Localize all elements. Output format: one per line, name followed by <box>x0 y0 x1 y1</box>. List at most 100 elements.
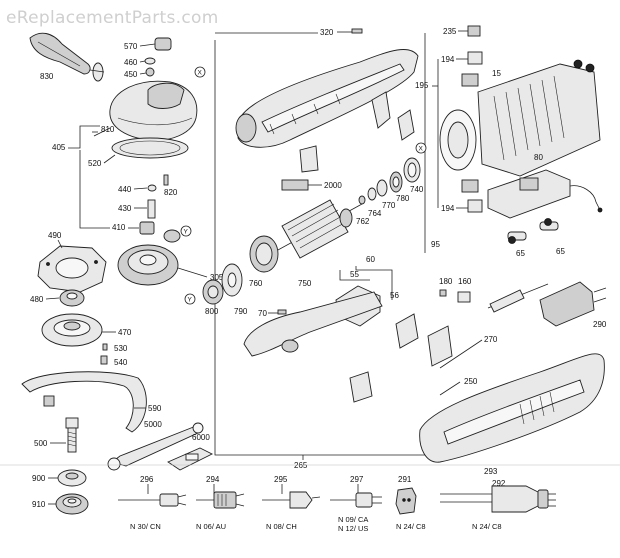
cord-295-label: N 08/ CH <box>266 522 297 531</box>
cord-294-label: N 06/ AU <box>196 522 226 531</box>
callout-y-left: Y <box>180 225 192 237</box>
label-830: 830 <box>40 72 54 81</box>
part-65-brushes: 65 65 <box>507 218 565 258</box>
label-790: 790 <box>234 307 248 316</box>
label-762: 762 <box>356 217 370 226</box>
label-305: 305 <box>210 273 224 282</box>
label-770: 770 <box>382 201 396 210</box>
part-70-screw: 70 <box>258 309 287 318</box>
label-570: 570 <box>124 42 138 51</box>
cord-296-number: 296 <box>140 475 154 484</box>
label-810: 810 <box>101 125 115 134</box>
part-290-cord-plug: 290 <box>487 281 607 329</box>
cord-297-number: 297 <box>350 475 364 484</box>
part-6000-grease-tube: 6000 <box>167 433 214 471</box>
label-520: 520 <box>88 159 102 168</box>
part-housing-shell <box>235 49 419 148</box>
part-180-160-clamps: 180 160 <box>439 277 472 303</box>
part-900-flange: 900 <box>32 469 87 487</box>
label-820: 820 <box>164 188 178 197</box>
part-235-carbon-brush: 235 <box>443 25 481 37</box>
label-590: 590 <box>148 404 162 413</box>
label-65-right: 65 <box>556 247 565 256</box>
label-270: 270 <box>484 335 498 344</box>
svg-text:Y: Y <box>184 229 189 236</box>
part-790-fan-disc: 790 <box>221 263 248 316</box>
label-410: 410 <box>112 223 126 232</box>
label-95: 95 <box>431 240 440 249</box>
label-56: 56 <box>390 291 399 300</box>
label-290: 290 <box>593 320 607 329</box>
label-500: 500 <box>34 439 48 448</box>
part-470-flange: 470 530 540 <box>41 313 132 367</box>
cord-291-label: N 24/ C8 <box>396 522 426 531</box>
part-440-820-430-410: 440 820 430 410 <box>79 150 178 235</box>
cord-293-292-c8: 293 292 N 24/ C8 <box>440 467 556 531</box>
label-480: 480 <box>30 295 44 304</box>
label-530: 530 <box>114 344 128 353</box>
label-194-top: 194 <box>441 55 455 64</box>
label-900: 900 <box>32 474 46 483</box>
label-80: 80 <box>534 153 543 162</box>
part-800-pinion: 800 <box>202 279 224 316</box>
label-70: 70 <box>258 309 267 318</box>
label-910: 910 <box>32 500 46 509</box>
label-490: 490 <box>48 231 62 240</box>
label-320: 320 <box>320 28 334 37</box>
svg-text:Y: Y <box>188 297 193 304</box>
part-490-bearing-plate: 490 <box>37 231 107 293</box>
part-270-line: 270 <box>439 335 498 369</box>
part-80-electronics: 80 <box>487 153 603 219</box>
part-265-label: 265 <box>294 455 308 470</box>
label-195: 195 <box>415 81 429 90</box>
label-235: 235 <box>443 27 457 36</box>
part-2000-label: 2000 <box>281 179 342 191</box>
part-405-gear-head: 405 810 520 <box>52 80 198 168</box>
bracket-195: 195 <box>415 59 439 208</box>
part-15-stator: 15 <box>439 59 601 177</box>
label-800: 800 <box>205 307 219 316</box>
part-brush-plates <box>299 91 415 173</box>
cord-294-au: 294 N 06/ AU <box>196 475 245 531</box>
cord-297-ca-us: 297 N 09/ CA N 12/ US <box>330 475 382 533</box>
part-500-spindle: 500 <box>34 417 79 453</box>
svg-text:X: X <box>198 70 203 77</box>
label-440: 440 <box>118 185 132 194</box>
cord-296-cn: 296 N 30/ CN <box>118 475 187 531</box>
callout-x-top: X <box>194 66 206 78</box>
label-764: 764 <box>368 209 382 218</box>
label-160: 160 <box>458 277 472 286</box>
part-750-armature: 760 750 <box>249 199 363 288</box>
part-570-cap: 570 460 450 <box>124 37 172 79</box>
cord-293-label: N 24/ C8 <box>472 522 502 531</box>
cord-295-ch: 295 N 08/ CH <box>262 475 321 531</box>
part-5000-wrench: 5000 <box>107 420 204 471</box>
label-15: 15 <box>492 69 501 78</box>
part-910-clamping-nut: 910 <box>32 493 89 515</box>
part-305-bevel-gear: 305 <box>117 229 224 286</box>
part-bearing-stack: 740 780 770 764 762 <box>356 157 424 226</box>
part-830-side-handle: 830 <box>29 32 105 82</box>
label-2000: 2000 <box>324 181 342 190</box>
callout-y-center: Y <box>184 293 196 305</box>
label-55: 55 <box>350 270 359 279</box>
label-430: 430 <box>118 204 132 213</box>
label-194-bottom: 194 <box>441 204 455 213</box>
cord-294-number: 294 <box>206 475 220 484</box>
label-450: 450 <box>124 70 138 79</box>
callout-x-center: X <box>415 142 427 154</box>
cord-291-number: 291 <box>398 475 412 484</box>
part-194-brush-holder-bottom: 194 <box>441 179 483 213</box>
label-470: 470 <box>118 328 132 337</box>
part-320-screw: 320 <box>320 28 363 37</box>
cord-297-label: N 09/ CA <box>338 515 368 524</box>
part-95-line: 95 <box>424 240 440 253</box>
part-switch-housing <box>243 291 453 403</box>
part-480-bearing: 480 <box>30 289 85 307</box>
label-740: 740 <box>410 185 424 194</box>
label-760: 760 <box>249 279 263 288</box>
watermark: eReplacementParts.com <box>6 8 219 28</box>
cord-292-number: 292 <box>492 479 506 488</box>
label-180: 180 <box>439 277 453 286</box>
cord-293-number: 293 <box>484 467 498 476</box>
